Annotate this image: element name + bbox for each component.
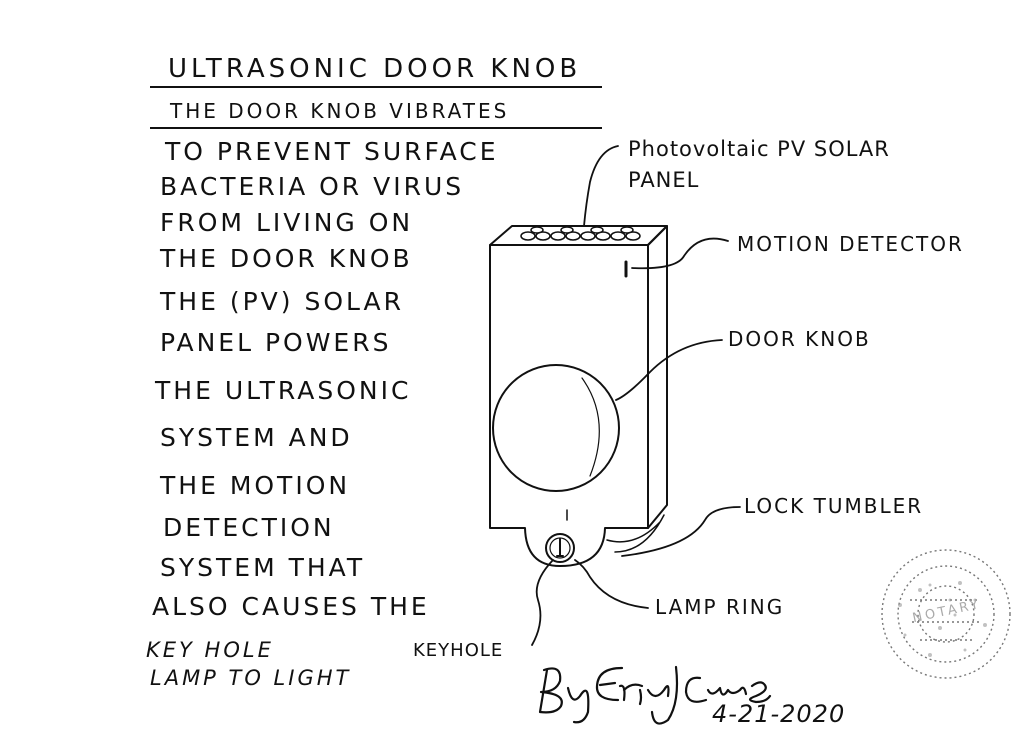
signature-date: 4-21-2020 [712,700,846,728]
description-line: ALSO CAUSES THE [152,592,430,621]
knob-leader [615,339,723,401]
housing-side [647,225,668,529]
description-line: PANEL POWERS [160,328,392,357]
diagram-subtitle: THE DOOR KNOB VIBRATES [170,99,510,123]
lamp-ring [545,533,575,563]
lock-tumbler-label: LOCK TUMBLER [744,494,924,518]
motion-leader [631,237,729,270]
door-knob-label: DOOR KNOB [728,327,871,351]
solar-cells [520,226,641,241]
pv-panel-label: Photovoltaic PV SOLAR [628,137,890,161]
description-line: FROM LIVING ON [160,208,414,237]
description-line: THE ULTRASONIC [155,376,412,405]
description-line: SYSTEM AND [160,423,353,452]
title-underline [150,86,602,88]
description-line: THE DOOR KNOB [160,244,413,273]
description-line: THE MOTION [160,471,351,500]
lamp-ring-label: LAMP RING [655,595,785,619]
motion-detector-label: MOTION DETECTOR [737,232,964,256]
diagram-title: ULTRASONIC DOOR KNOB [168,54,582,84]
description-line: TO PREVENT SURFACE [165,137,499,166]
description-line: THE (PV) SOLAR [160,287,404,316]
door-knob [492,364,620,492]
description-line: DETECTION [163,513,335,542]
pv-panel-label-2: PANEL [628,168,700,192]
lock-tumbler [606,514,665,553]
subtitle-underline [150,127,602,129]
description-line: KEY HOLE [146,638,274,662]
pv-leader [583,145,619,227]
description-line: LAMP TO LIGHT [150,666,352,690]
description-line: BACTERIA OR VIRUS [160,172,465,201]
tumbler-leader [621,506,741,557]
signature [538,665,772,725]
keyhole-label: KEYHOLE [413,640,504,661]
lamp-ring-leader [574,559,649,609]
knob-housing [489,244,649,567]
keyhole-leader [531,559,554,646]
description-line: SYSTEM THAT [160,553,366,582]
notary-stamp [881,549,1011,679]
keyhole [556,538,564,557]
